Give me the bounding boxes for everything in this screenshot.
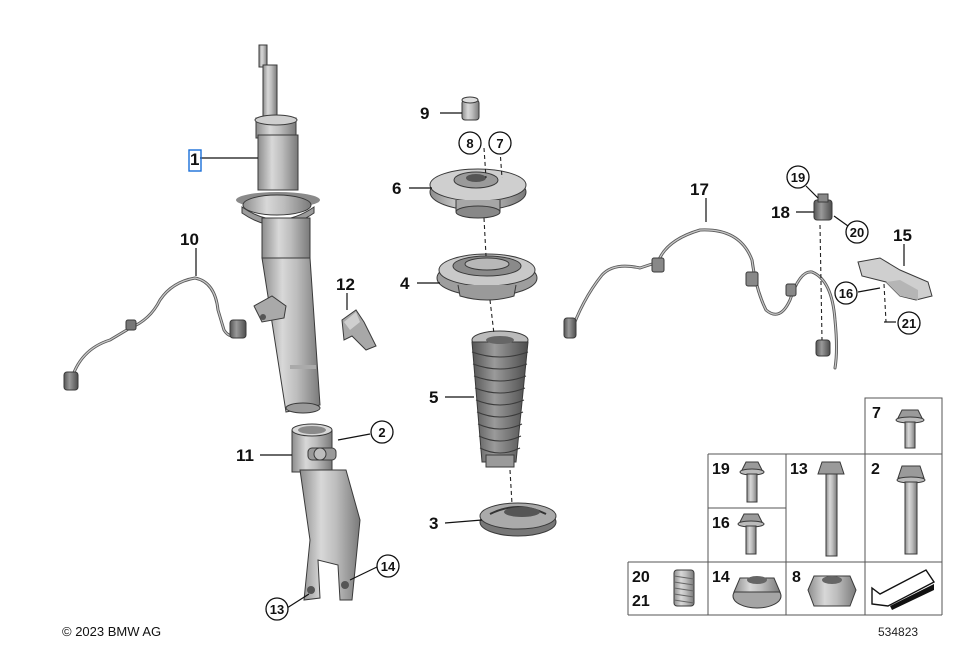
- connector-part-18[interactable]: [813, 193, 833, 221]
- label-3[interactable]: 3: [429, 514, 438, 533]
- callout-2[interactable]: 2: [370, 420, 394, 444]
- top-mount-part-6[interactable]: [429, 168, 527, 219]
- callout-19[interactable]: 19: [786, 165, 810, 189]
- label-9[interactable]: 9: [420, 104, 429, 123]
- label-1[interactable]: 1: [190, 150, 199, 169]
- nut-part-9[interactable]: [461, 96, 480, 121]
- svg-text:19: 19: [712, 461, 730, 478]
- bracket-part-12[interactable]: [341, 309, 377, 351]
- label-5[interactable]: 5: [429, 388, 438, 407]
- copyright-text: © 2023 BMW AG: [62, 624, 161, 639]
- svg-text:19: 19: [791, 170, 805, 185]
- svg-text:14: 14: [381, 559, 396, 574]
- svg-text:8: 8: [792, 569, 801, 586]
- leader-lines: [195, 112, 905, 609]
- label-6[interactable]: 6: [392, 179, 401, 198]
- grid-cell-19[interactable]: 19: [712, 461, 765, 503]
- svg-text:2: 2: [871, 461, 880, 478]
- svg-text:20: 20: [850, 225, 864, 240]
- grid-cell-14[interactable]: 14: [712, 569, 782, 609]
- label-17[interactable]: 17: [690, 180, 709, 199]
- svg-text:13: 13: [790, 461, 808, 478]
- grid-cell-16[interactable]: 16: [712, 513, 765, 555]
- callout-7[interactable]: 7: [488, 131, 512, 155]
- assembly-dashed-lines: [483, 147, 887, 505]
- svg-text:8: 8: [466, 136, 473, 151]
- label-12[interactable]: 12: [336, 275, 355, 294]
- callout-14[interactable]: 14: [376, 554, 400, 578]
- bracket-part-15[interactable]: [857, 257, 933, 301]
- spring-pad-part-4[interactable]: [436, 253, 538, 301]
- callout-20[interactable]: 20: [845, 220, 869, 244]
- wear-sensor-cable-part-10[interactable]: [63, 276, 247, 391]
- label-4[interactable]: 4: [400, 274, 410, 293]
- label-11[interactable]: 11: [236, 446, 254, 465]
- grid-cell-2[interactable]: 2: [871, 461, 926, 555]
- diagram-reference-number: 534823: [878, 625, 918, 639]
- grid-cell-13[interactable]: 13: [790, 461, 845, 557]
- protection-tube-part-5[interactable]: [471, 330, 529, 468]
- svg-text:16: 16: [712, 515, 730, 532]
- selection-highlight-part-1: [188, 149, 202, 172]
- grid-cell-orientation-arrow: [871, 569, 936, 610]
- fastener-grid: 7 19 13 2 16: [627, 397, 943, 616]
- lower-spring-pad-part-3[interactable]: [479, 502, 557, 537]
- svg-text:16: 16: [839, 286, 853, 301]
- callout-21[interactable]: 21: [897, 311, 921, 335]
- svg-text:2: 2: [378, 425, 385, 440]
- grid-cell-8[interactable]: 8: [792, 569, 857, 607]
- svg-text:7: 7: [496, 136, 503, 151]
- label-18[interactable]: 18: [771, 203, 790, 222]
- grid-cell-7[interactable]: 7: [872, 405, 925, 449]
- callout-labels: 1 10 12 11 9 6 4 5 3 17 18 15: [180, 104, 912, 533]
- svg-text:13: 13: [270, 602, 284, 617]
- svg-text:7: 7: [872, 405, 881, 422]
- svg-text:21: 21: [902, 316, 916, 331]
- svg-text:21: 21: [632, 593, 650, 610]
- svg-text:14: 14: [712, 569, 730, 586]
- label-15[interactable]: 15: [893, 226, 912, 245]
- shock-absorber-part-1[interactable]: [236, 44, 321, 414]
- label-10[interactable]: 10: [180, 230, 199, 249]
- clamp-part-11[interactable]: [291, 423, 361, 601]
- svg-text:20: 20: [632, 569, 650, 586]
- sensor-cable-part-17[interactable]: [563, 228, 838, 370]
- orientation-arrow-icon: [871, 569, 936, 607]
- circled-callouts: 8 7 2 13 14 19 20 16: [265, 131, 921, 621]
- grid-cell-20-21[interactable]: 20 21: [632, 569, 695, 610]
- callout-8[interactable]: 8: [458, 131, 482, 155]
- callout-16[interactable]: 16: [834, 281, 858, 305]
- callout-13[interactable]: 13: [265, 597, 289, 621]
